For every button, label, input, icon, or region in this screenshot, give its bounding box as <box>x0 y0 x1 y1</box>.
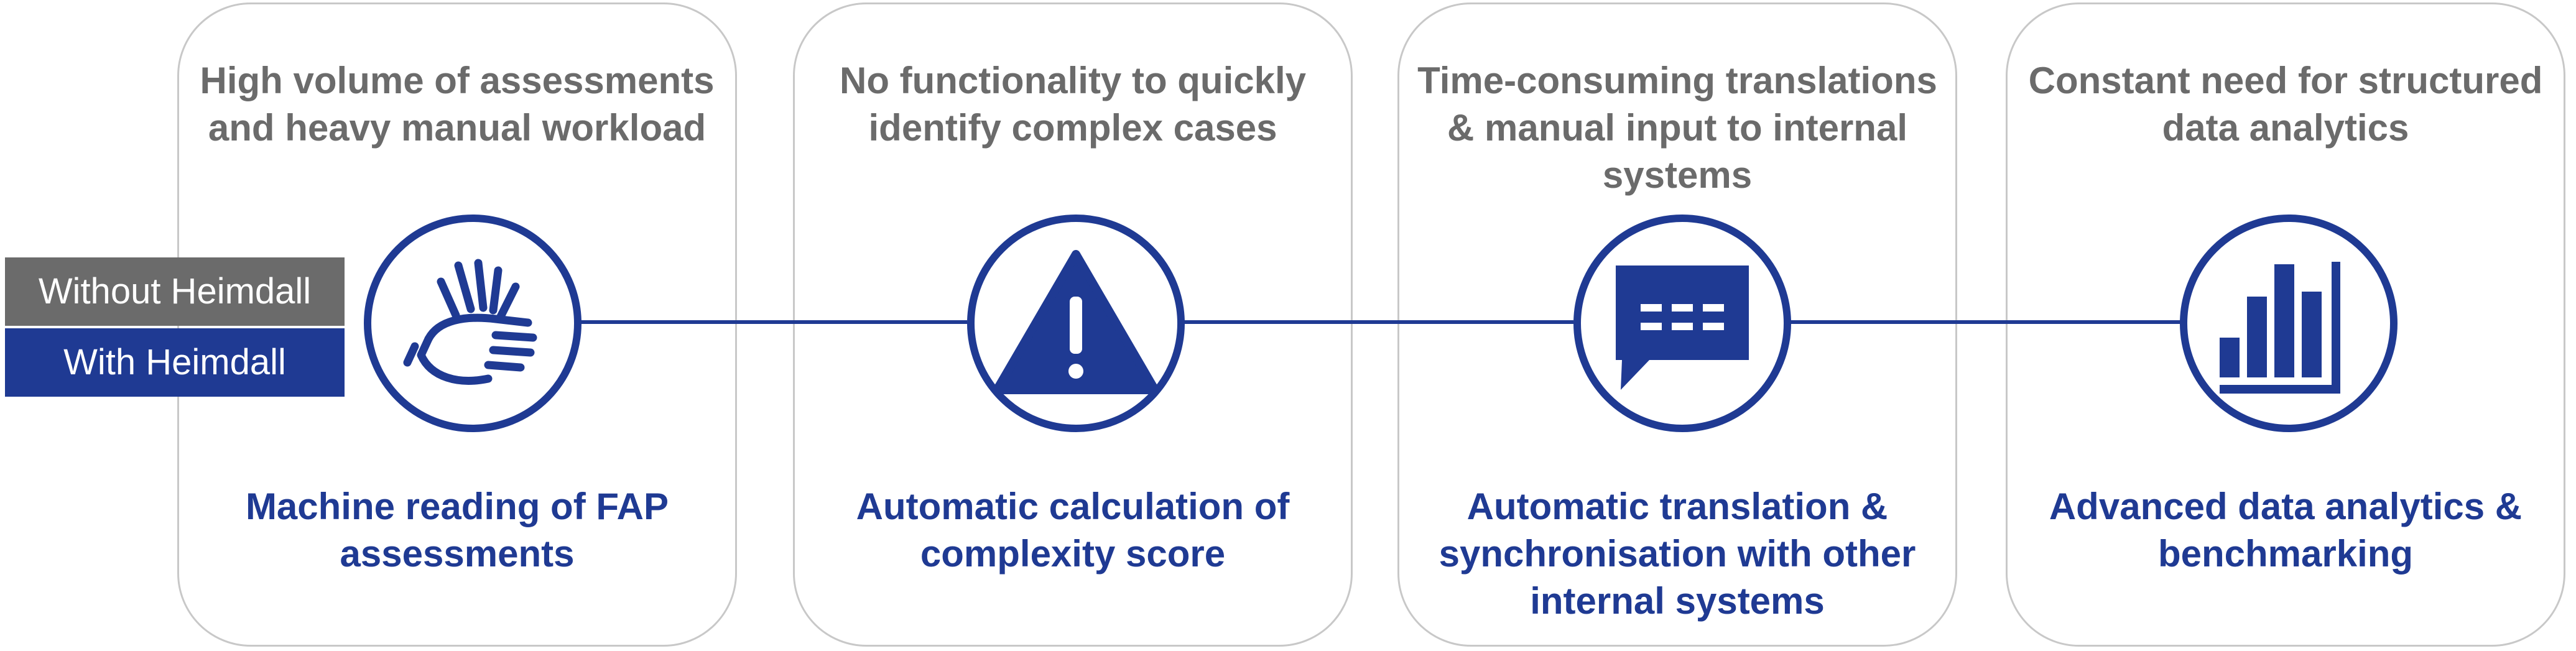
legend-without-heimdall: Without Heimdall <box>5 257 345 326</box>
solution-text: Machine reading of FAP assessments <box>245 486 669 575</box>
card-translation: Time-consuming translations & manual inp… <box>1397 2 1957 647</box>
problem-text: Constant need for structured data analyt… <box>2028 60 2543 149</box>
solution-text: Automatic translation & synchronisation … <box>1439 486 1916 622</box>
connector-line <box>1169 320 1573 324</box>
card-complexity-score: No functionality to quickly identify com… <box>793 2 1353 647</box>
chat-bubble-icon <box>1573 215 1791 432</box>
problem-text: High volume of assessments and heavy man… <box>200 60 715 149</box>
problem-text: Time-consuming translations & manual inp… <box>1417 60 1937 196</box>
connector-line <box>1769 320 2198 324</box>
legend-with-heimdall: With Heimdall <box>5 328 345 397</box>
card-machine-reading: High volume of assessments and heavy man… <box>177 2 737 647</box>
warning-triangle-icon <box>967 215 1185 432</box>
solution-text: Automatic calculation of complexity scor… <box>856 486 1290 575</box>
bar-chart-icon <box>2180 215 2398 432</box>
sign-language-hands-icon <box>364 215 581 432</box>
solution-text: Advanced data analytics & benchmarking <box>2049 486 2523 575</box>
connector-line <box>569 320 967 324</box>
problem-text: No functionality to quickly identify com… <box>839 60 1307 149</box>
